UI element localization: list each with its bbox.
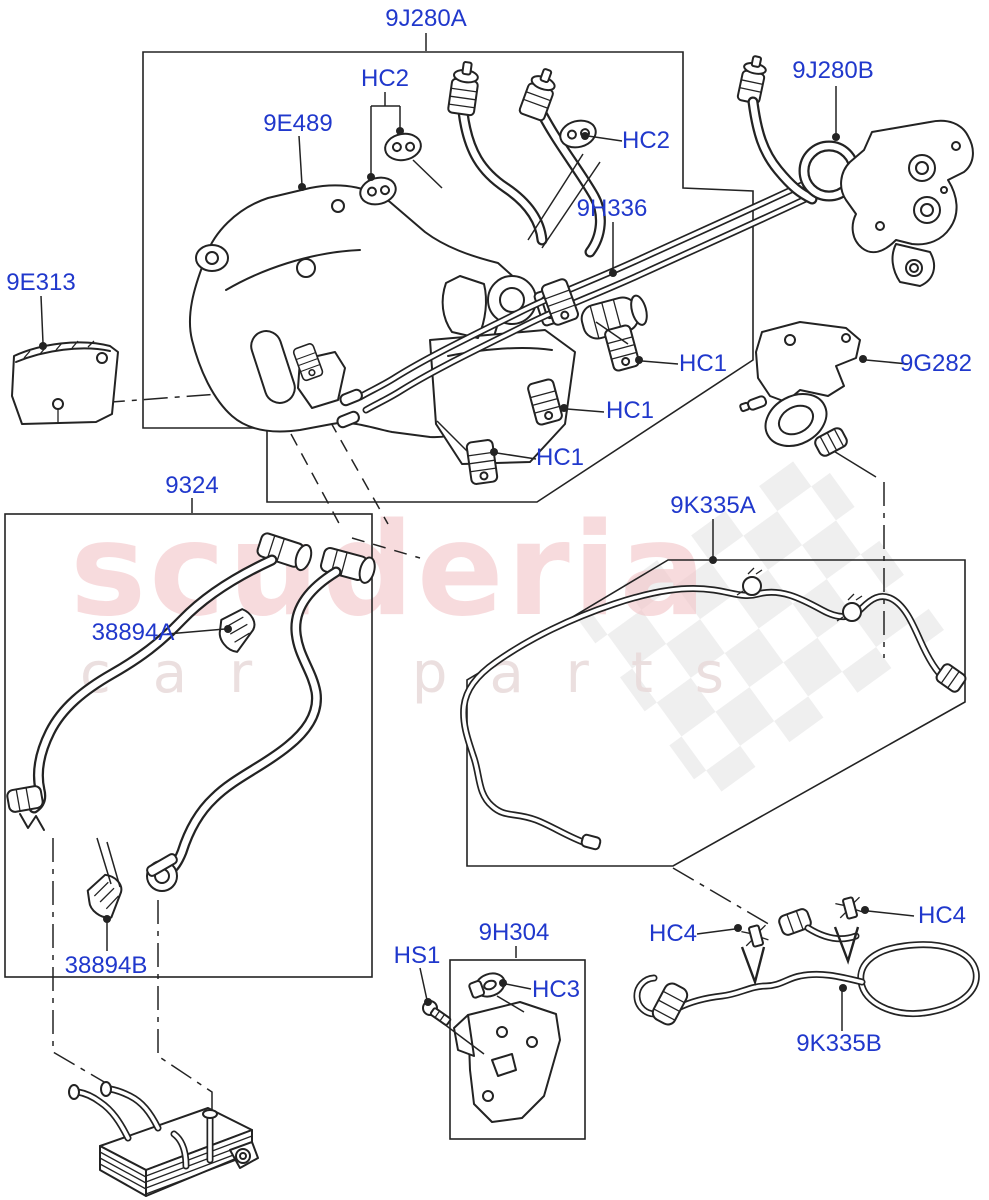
region-outlines [4, 51, 966, 1140]
connector-lines [52, 392, 885, 1110]
part-label-38894a[interactable]: 38894A [92, 619, 175, 646]
fuel-pipes-9h336-art [291, 180, 814, 486]
part-label-hc4-a[interactable]: HC4 [649, 920, 697, 947]
leader-lines [39, 33, 915, 1031]
clip-hc1-c-art [465, 438, 499, 486]
part-label-9324[interactable]: 9324 [165, 472, 218, 499]
watermark-tagline: car parts [80, 641, 766, 706]
watermark: scuderia car parts [70, 447, 944, 801]
oil-cooler-art [68, 1081, 259, 1197]
part-label-hc3[interactable]: HC3 [532, 976, 580, 1003]
position-arrow [740, 946, 766, 987]
valve-9g282-art [739, 321, 861, 457]
part-label-hs1[interactable]: HS1 [394, 942, 441, 969]
region-9j280a-outline [142, 51, 754, 503]
part-label-9g282[interactable]: 9G282 [900, 350, 972, 377]
part-label-hc2-b[interactable]: HC2 [622, 127, 670, 154]
fuel-pipe-9k335b-art [633, 894, 980, 1026]
shield-plate-9e313-art [11, 340, 119, 425]
part-label-9k335a[interactable]: 9K335A [670, 492, 755, 519]
part-label-9j280a[interactable]: 9J280A [385, 5, 466, 32]
part-label-38894b[interactable]: 38894B [65, 952, 148, 979]
region-9k335a-outline [466, 559, 966, 867]
part-label-9k335b[interactable]: 9K335B [796, 1030, 881, 1057]
hose-bracket-9j280b-art [736, 55, 974, 287]
clip-hc4-b-art [833, 894, 866, 923]
part-label-9h336[interactable]: 9H336 [577, 195, 648, 222]
part-label-hc1-a[interactable]: HC1 [679, 350, 727, 377]
position-arrow [833, 926, 860, 965]
part-label-9j280b[interactable]: 9J280B [792, 57, 873, 84]
part-label-hc1-b[interactable]: HC1 [606, 397, 654, 424]
fuel-pipe-9k335a-art [460, 567, 967, 851]
part-label-hc2-a[interactable]: HC2 [361, 65, 409, 92]
part-label-9h304[interactable]: 9H304 [479, 919, 550, 946]
clip-hc4-a-art [739, 922, 772, 951]
clip-hc2-a1-art [382, 130, 424, 164]
part-label-9e489[interactable]: 9E489 [263, 110, 332, 137]
part-label-9e313[interactable]: 9E313 [6, 269, 75, 296]
region-9324-outline [4, 513, 373, 978]
hoses-9324-art [6, 532, 376, 925]
checkered-flag-watermark [577, 447, 944, 801]
part-label-hc4-b[interactable]: HC4 [918, 902, 966, 929]
part-label-hc1-c[interactable]: HC1 [536, 444, 584, 471]
region-9h304-outline [449, 959, 586, 1140]
part-labels: 9J280A 9J280B HC2 9E489 HC2 9H336 9E313 … [6, 5, 972, 1057]
